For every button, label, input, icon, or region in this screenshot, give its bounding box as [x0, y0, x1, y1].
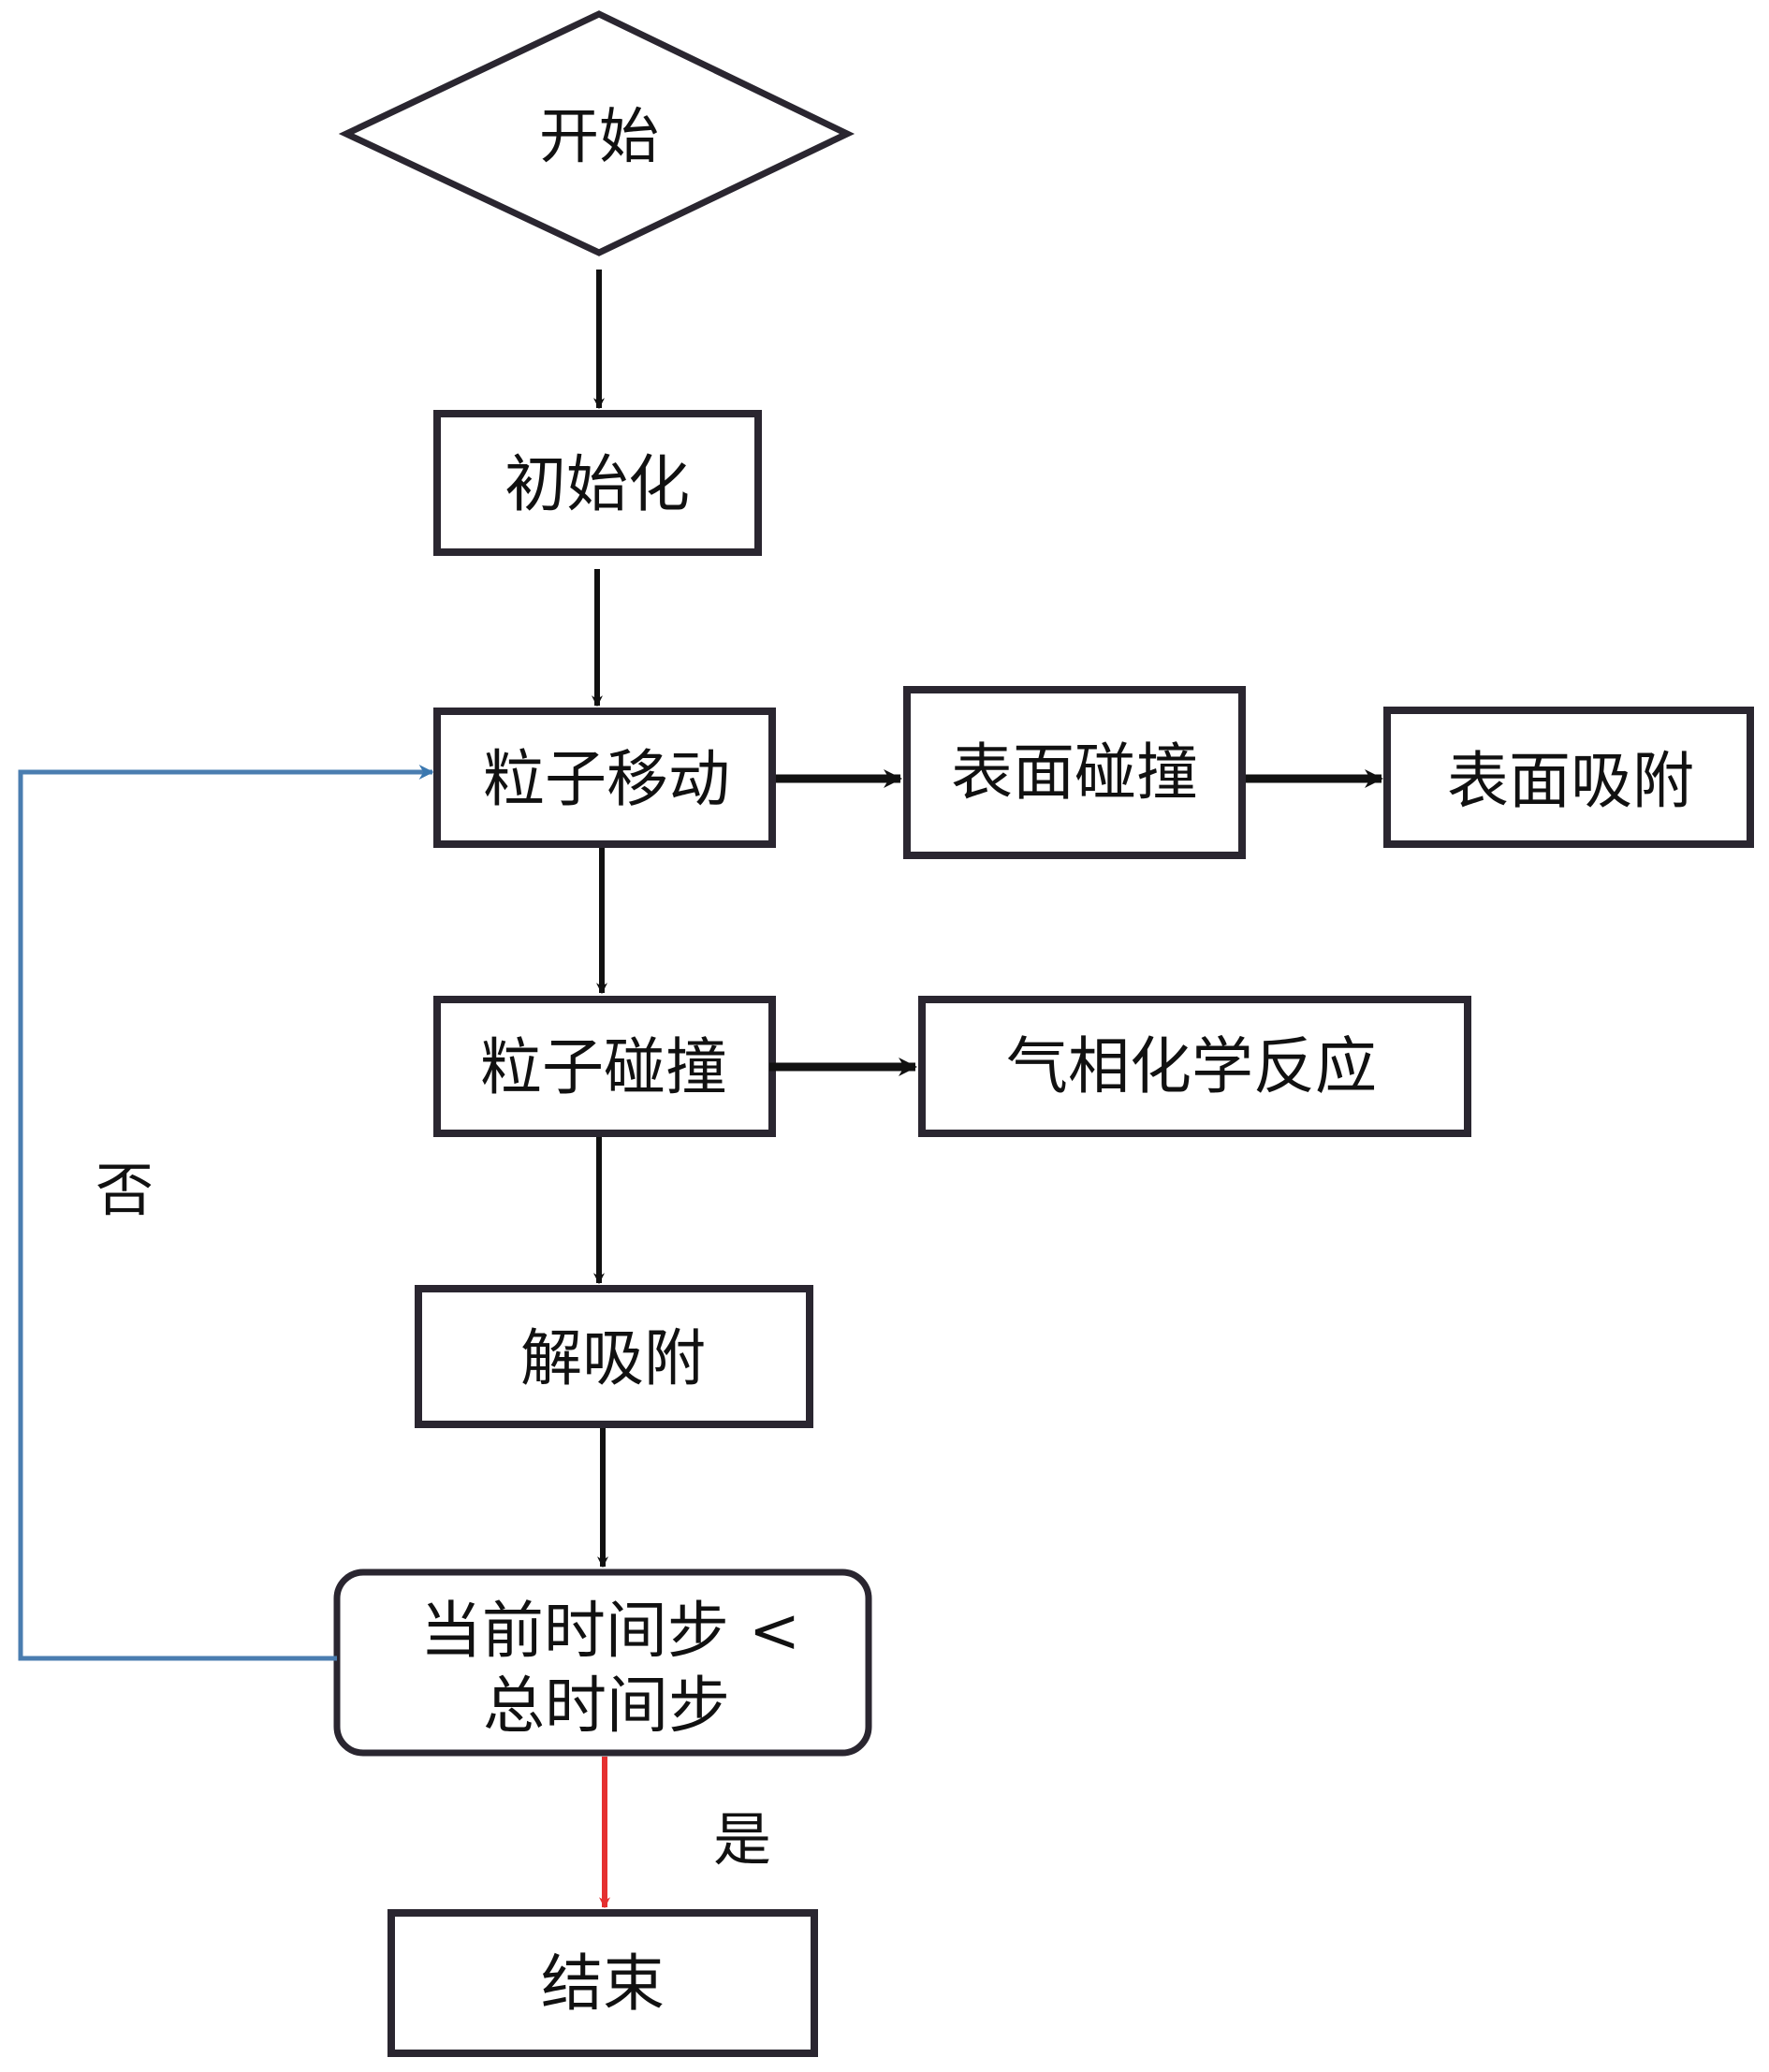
particle-move-label: 粒子移动: [483, 743, 730, 815]
gas-reaction-box: [918, 996, 1471, 1137]
surface-collision-node: 表面碰撞: [903, 686, 1246, 859]
init-node: 初始化: [433, 410, 762, 556]
init-label: 初始化: [504, 448, 690, 520]
init-box: [433, 410, 762, 556]
condition-label-line1: 当前时间步 <: [420, 1595, 800, 1667]
yes-label: 是: [713, 1805, 771, 1874]
desorption-box: [415, 1285, 813, 1428]
no-label: 否: [95, 1156, 154, 1224]
end-node: 结束: [387, 1909, 818, 2057]
edge-condition-particle-move-loop: [18, 765, 434, 1661]
surface-adsorption-node: 表面吸附: [1383, 707, 1754, 848]
particle-collision-label: 粒子碰撞: [480, 1031, 727, 1103]
particle-move-box: [433, 708, 776, 848]
end-label: 结束: [541, 1948, 665, 2020]
start-diamond-shape: [338, 10, 855, 256]
end-box: [387, 1909, 818, 2057]
desorption-node: 解吸附: [415, 1285, 813, 1428]
condition-label-line2: 总时间步: [483, 1670, 730, 1742]
surface-collision-box: [903, 686, 1246, 859]
particle-collision-box: [433, 996, 776, 1137]
surface-adsorption-label: 表面吸附: [1447, 745, 1694, 817]
particle-move-node: 粒子移动: [433, 708, 776, 848]
gas-reaction-label: 气相化学反应: [1006, 1030, 1377, 1102]
start-label: 开始: [539, 103, 659, 172]
desorption-label: 解吸附: [520, 1322, 706, 1394]
condition-node: 当前时间步 < 总时间步: [333, 1569, 872, 1757]
condition-box: [333, 1569, 872, 1757]
surface-adsorption-box: [1383, 707, 1754, 848]
surface-collision-label: 表面碰撞: [951, 737, 1198, 809]
start-node: 开始: [338, 10, 855, 256]
particle-collision-node: 粒子碰撞: [433, 996, 776, 1137]
gas-reaction-node: 气相化学反应: [918, 996, 1471, 1137]
